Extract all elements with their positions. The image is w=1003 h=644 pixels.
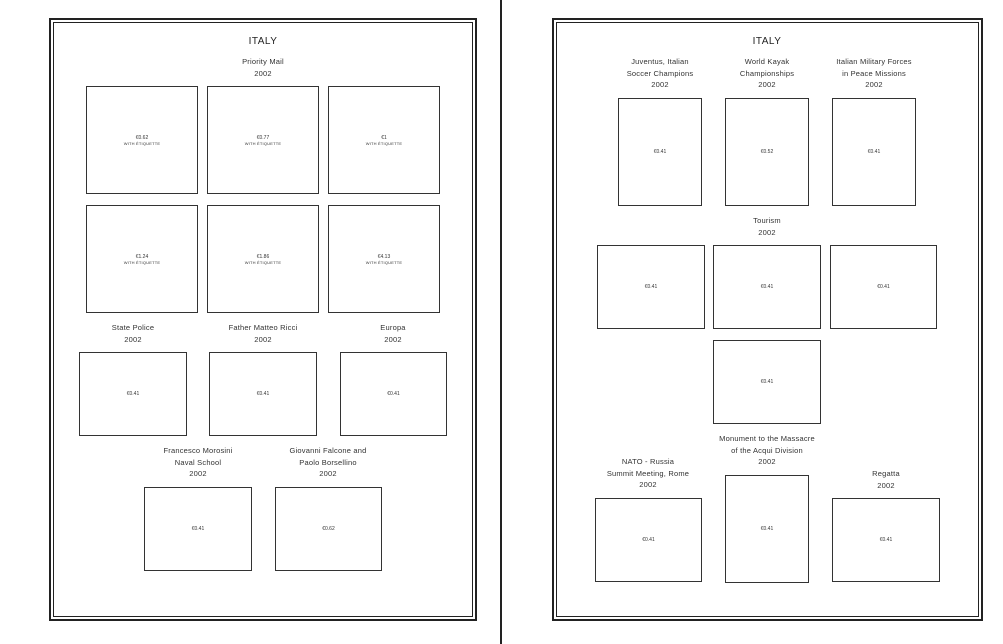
stamp-value: €0.41 <box>653 149 667 155</box>
stamp-mount: €0.62 WITH ÉTIQUETTE <box>86 86 198 194</box>
stamp-mount: €0.41 <box>713 245 821 329</box>
stamp-value: €1.86 <box>256 253 270 260</box>
stamp-mount: €0.62 <box>275 487 382 571</box>
page-title: ITALY <box>248 36 278 47</box>
caption-europa: Europa 2002 <box>380 323 406 344</box>
stamp-mount: €0.41 <box>209 352 317 436</box>
stamp-mount: €0.41 <box>725 475 809 583</box>
stamp-mount: €0.41 <box>597 245 705 329</box>
caption-tourism: Tourism 2002 <box>753 216 781 237</box>
stamp-mount: €0.77 WITH ÉTIQUETTE <box>207 86 319 194</box>
caption-falcone: Giovanni Falcone and Paolo Borsellino 20… <box>289 446 367 478</box>
caption-priority-mail: Priority Mail 2002 <box>242 57 284 78</box>
stamp-value: €0.41 <box>760 526 774 532</box>
stamp-mount: €0.41 <box>830 245 937 329</box>
caption-nato: NATO - Russia Summit Meeting, Rome 2002 <box>606 457 690 489</box>
stamp-mount: €0.41 <box>340 352 447 436</box>
stamp-value: €0.52 <box>760 149 774 155</box>
caption-morosini: Francesco Morosini Naval School 2002 <box>163 446 233 478</box>
stamp-value: €0.41 <box>879 537 893 543</box>
stamp-value: €0.41 <box>126 391 140 397</box>
caption-father-ricci: Father Matteo Ricci 2002 <box>228 323 298 344</box>
stamp-mount: €0.52 <box>725 98 809 206</box>
stamp-mount: €0.41 <box>144 487 252 571</box>
stamp-mount: €1 WITH ÉTIQUETTE <box>328 86 440 194</box>
stamp-note: WITH ÉTIQUETTE <box>244 140 282 146</box>
stamp-mount: €0.41 <box>832 498 940 582</box>
stamp-note: WITH ÉTIQUETTE <box>244 259 282 265</box>
stamp-value: €0.41 <box>191 526 205 532</box>
caption-state-police: State Police 2002 <box>111 323 155 344</box>
caption-regatta: Regatta 2002 <box>872 469 900 490</box>
stamp-value: €0.77 <box>256 134 270 141</box>
stamp-value: €0.41 <box>256 391 270 397</box>
stamp-value: €0.41 <box>644 284 658 290</box>
stamp-value: €0.41 <box>877 284 890 290</box>
stamp-value: €0.41 <box>867 149 881 155</box>
caption-military: Italian Military Forces in Peace Mission… <box>836 57 912 89</box>
stamp-value: €4.13 <box>377 253 391 260</box>
stamp-value: €0.41 <box>387 391 400 397</box>
stamp-note: WITH ÉTIQUETTE <box>123 140 161 146</box>
left-album-page <box>49 18 477 621</box>
stamp-mount: €0.41 <box>595 498 702 582</box>
stamp-note: WITH ÉTIQUETTE <box>365 140 403 146</box>
stamp-value: €0.41 <box>642 537 655 543</box>
stamp-mount: €0.41 <box>832 98 916 206</box>
stamp-mount: €0.41 <box>79 352 187 436</box>
caption-kayak: World Kayak Championships 2002 <box>739 57 795 89</box>
stamp-mount: €0.41 <box>713 340 821 424</box>
stamp-value: €1 <box>381 134 387 141</box>
caption-juventus: Juventus, Italian Soccer Champions 2002 <box>626 57 694 89</box>
caption-acqui: Monument to the Massacre of the Acqui Di… <box>719 434 815 466</box>
stamp-mount: €4.13 WITH ÉTIQUETTE <box>328 205 440 313</box>
stamp-value: €0.62 <box>322 526 335 532</box>
stamp-note: WITH ÉTIQUETTE <box>365 259 403 265</box>
page-divider <box>500 0 502 644</box>
stamp-mount: €1.24 WITH ÉTIQUETTE <box>86 205 198 313</box>
stamp-mount: €1.86 WITH ÉTIQUETTE <box>207 205 319 313</box>
stamp-mount: €0.41 <box>618 98 702 206</box>
stamp-value: €1.24 <box>135 253 149 260</box>
stamp-value: €0.62 <box>135 134 149 141</box>
stamp-note: WITH ÉTIQUETTE <box>123 259 161 265</box>
right-album-page <box>552 18 983 621</box>
page-title: ITALY <box>752 36 782 47</box>
stamp-value: €0.41 <box>760 284 774 290</box>
stamp-value: €0.41 <box>760 379 774 385</box>
